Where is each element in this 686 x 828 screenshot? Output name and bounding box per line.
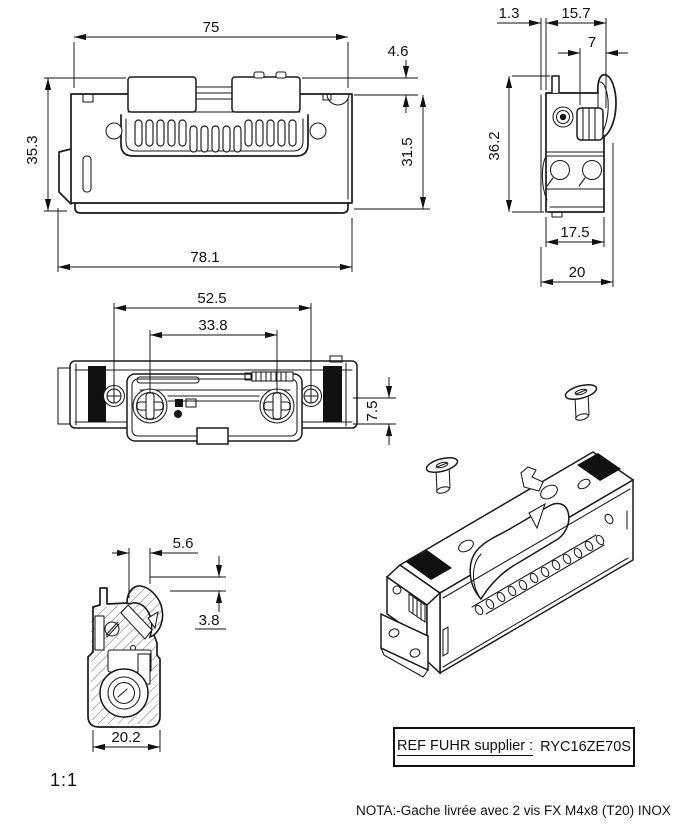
dim-front-right-height: 31.5 xyxy=(354,95,430,210)
dim-plan-lip-height: 7.5 xyxy=(353,377,396,445)
dim-text-front-right-offset: 4.6 xyxy=(388,43,409,60)
dim-side-top-depth: 15.7 xyxy=(546,5,607,108)
dim-plan-fixing-screw-spacing: 33.8 xyxy=(149,317,278,392)
dim-side-total-depth: 20 xyxy=(540,143,614,287)
comb-teeth xyxy=(134,119,297,153)
dim-section-width: 20.2 xyxy=(92,729,161,752)
dim-text-section-latch-offset: 5.6 xyxy=(173,535,194,552)
side-view: 1.3 15.7 7 36.2 17.5 20 xyxy=(486,5,628,287)
scale-label: 1:1 xyxy=(50,770,79,790)
screw-left xyxy=(425,456,459,494)
ref-supplier-box: REF FUHR supplier : RYC16ZE70S xyxy=(393,727,635,767)
section-view: 5.6 3.8 20.2 xyxy=(87,535,226,752)
dim-front-right-offset: 4.6 xyxy=(302,43,418,113)
dim-side-height: 36.2 xyxy=(486,75,550,213)
dim-text-front-bottom-width: 78.1 xyxy=(190,249,219,266)
nota-text: NOTA:-Gache livrée avec 2 vis FX M4x8 (T… xyxy=(356,803,671,818)
ref-supplier-value: RYC16ZE70S xyxy=(540,739,631,755)
dim-text-section-latch-drop: 3.8 xyxy=(199,612,220,629)
dim-text-side-total-depth: 20 xyxy=(569,264,586,281)
front-view: 75 35.3 78.1 4.6 31.5 xyxy=(24,19,430,272)
fixing-screw-right xyxy=(259,388,295,424)
isometric-view xyxy=(380,383,635,678)
dim-text-plan-fixing-screws: 33.8 xyxy=(198,317,227,334)
dim-text-front-left-height: 35.3 xyxy=(24,135,41,164)
dim-front-top-width: 75 xyxy=(73,19,349,88)
dim-text-side-keeper-width: 7 xyxy=(588,34,596,51)
dim-text-front-top-width: 75 xyxy=(203,19,220,36)
dim-text-side-top-depth: 15.7 xyxy=(561,5,590,22)
dim-side-plate-thickness: 1.3 xyxy=(497,5,547,90)
plan-view: 52.5 33.8 7.5 xyxy=(57,290,396,445)
dim-text-plan-lip-height: 7.5 xyxy=(364,401,381,422)
dim-text-plan-outer-screws: 52.5 xyxy=(197,290,226,307)
dim-front-bottom-width: 78.1 xyxy=(57,208,353,272)
screw-right xyxy=(564,383,598,421)
dim-text-side-body-depth: 17.5 xyxy=(560,224,589,241)
dim-section-latch-drop: 3.8 xyxy=(150,556,226,630)
dim-text-side-plate-thickness: 1.3 xyxy=(499,5,520,22)
dim-text-section-width: 20.2 xyxy=(111,729,140,746)
dim-side-keeper-width: 7 xyxy=(558,34,628,105)
ref-supplier-label: REF FUHR supplier : xyxy=(397,738,534,756)
fixing-screw-left xyxy=(132,388,168,424)
dim-front-left-height: 35.3 xyxy=(24,77,126,212)
dim-text-side-height: 36.2 xyxy=(486,131,503,160)
dim-side-body-depth: 17.5 xyxy=(545,217,605,247)
dim-section-latch-offset: 5.6 xyxy=(112,535,198,598)
dim-text-front-right-height: 31.5 xyxy=(399,137,416,166)
comb-teeth-isometric xyxy=(474,534,605,616)
dim-plan-outer-screw-spacing: 52.5 xyxy=(113,290,312,389)
